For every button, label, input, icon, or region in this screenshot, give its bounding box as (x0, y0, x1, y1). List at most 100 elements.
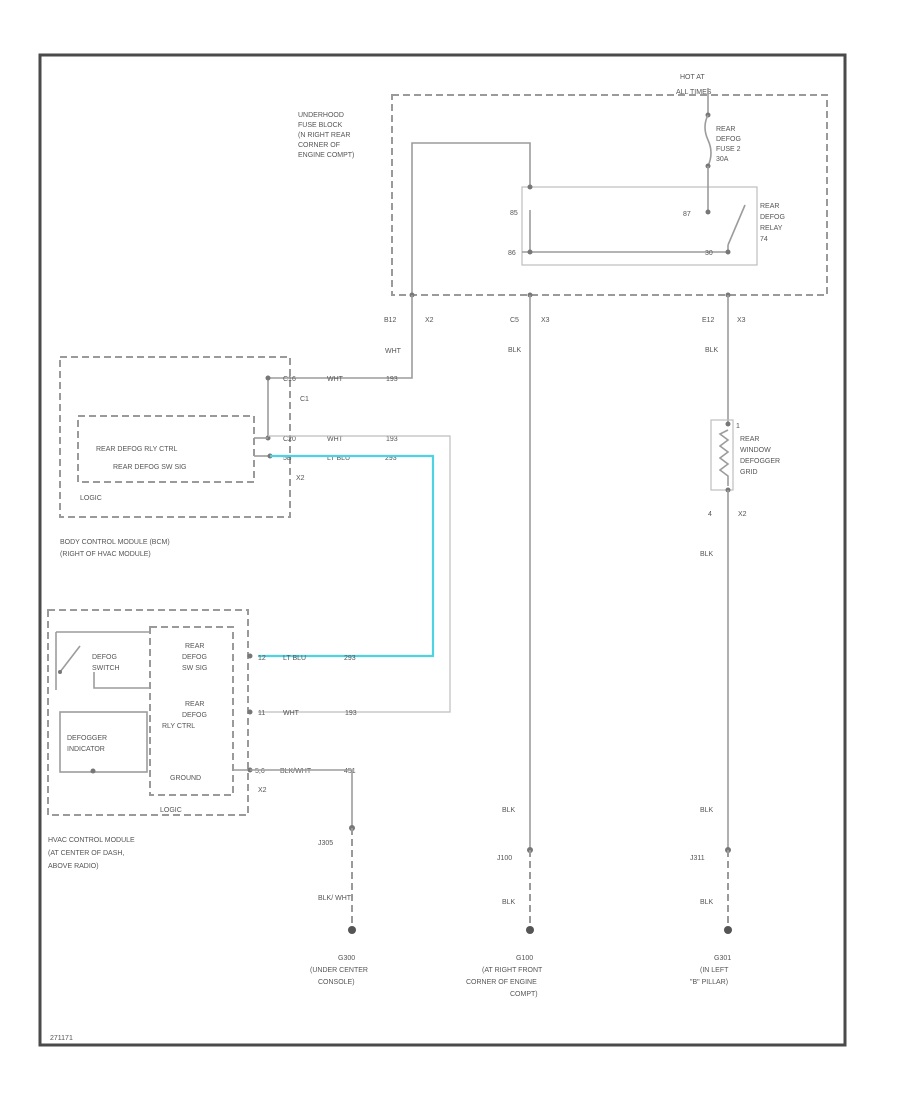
hvac-name-line: (AT CENTER OF DASH, (48, 850, 124, 857)
hvac-wire-label: WHT (283, 710, 300, 717)
ground-label-line: (AT RIGHT FRONT (482, 967, 543, 974)
ground-label-line: G301 (714, 955, 731, 962)
ground-g100-icon (526, 926, 534, 934)
hvac-rly-ctrl-label: RLY CTRL (162, 723, 195, 730)
bcm-wire-num: 193 (386, 436, 398, 443)
fuse-label-line: 30A (716, 156, 729, 163)
relay-pin-87-label: 87 (683, 211, 691, 218)
splice-label: J305 (318, 840, 333, 847)
bcm-connector-label: X2 (296, 475, 305, 482)
hvac-rly-ctrl-label: REAR (185, 701, 204, 708)
defog-switch-contact-icon (58, 670, 62, 674)
hvac-pin-label: 12 (258, 655, 266, 662)
bcm-wire-label: LT BLU (327, 455, 350, 462)
ground-label-line: CONSOLE) (318, 979, 355, 986)
wire-color-label: BLK (700, 551, 714, 558)
defogger-indicator-box (59, 711, 148, 773)
hvac-sw-sig-label: REAR (185, 643, 204, 650)
grid-label-line: WINDOW (740, 447, 771, 454)
relay-box (521, 186, 758, 266)
connector-id-label: X3 (541, 317, 550, 324)
fuse-label-line: DEFOG (716, 136, 741, 143)
connector-id-label: X3 (737, 317, 746, 324)
relay-pin-86-node (527, 249, 533, 255)
defog-switch-label: SWITCH (92, 665, 120, 672)
connector-id-label: X2 (425, 317, 434, 324)
connector-pin-label: B12 (384, 317, 397, 324)
ground-g300-label: G300 (UNDER CENTER CONSOLE) (310, 955, 368, 986)
relay-label-line: REAR (760, 203, 779, 210)
bcm-wire-num: 293 (385, 455, 397, 462)
hvac-rly-ctrl-label: DEFOG (182, 712, 207, 719)
wire-color-label: BLK (700, 807, 714, 814)
relay-label-line: DEFOG (760, 214, 785, 221)
ground-g100-label: G100 (AT RIGHT FRONT CORNER OF ENGINE CO… (466, 955, 543, 998)
hvac-pin-11-node (247, 709, 253, 715)
wire-color-label: BLK (700, 899, 714, 906)
relay-label-line: 74 (760, 236, 768, 243)
ground-g301-icon (724, 926, 732, 934)
wire-color-label: BLK (705, 347, 719, 354)
bcm-inner-label-line2: REAR DEFOG SW SIG (113, 464, 187, 471)
relay-pin-86-label: 86 (508, 250, 516, 257)
hvac-wire-num: 293 (344, 655, 356, 662)
wire-lt-blu-293 (258, 454, 435, 658)
fuse-label-line: FUSE 2 (716, 146, 741, 153)
ground-label-line: (UNDER CENTER (310, 967, 368, 974)
hvac-connector-label: X2 (258, 787, 267, 794)
bcm-wire-label: WHT (327, 436, 344, 443)
ground-g300-icon (348, 926, 356, 934)
hvac-wire-num: 193 (345, 710, 357, 717)
bcm-wire-num: 193 (386, 376, 398, 383)
defogger-grid-label: REAR WINDOW DEFOGGER GRID (740, 436, 780, 476)
fuse-block-box (391, 94, 828, 296)
ground-label-line: G100 (516, 955, 533, 962)
ground-label-line: COMPT) (510, 991, 538, 998)
hvac-name-line: HVAC CONTROL MODULE (48, 837, 135, 844)
bcm-connector-label: C1 (300, 396, 309, 403)
defogger-indicator-label: DEFOGGER (67, 735, 107, 742)
fuse-block-label-line: ENGINE COMPT) (298, 152, 354, 159)
grid-label-line: DEFOGGER (740, 458, 780, 465)
bcm-pin-label: C20 (283, 436, 296, 443)
defogger-indicator-icon (90, 768, 96, 774)
fuse-label-line: REAR (716, 126, 735, 133)
defogger-grid-icon (718, 429, 730, 486)
ground-label-line: G300 (338, 955, 355, 962)
defogger-indicator-label: INDICATOR (67, 746, 105, 753)
fuse-block-internal-wire (411, 142, 531, 295)
bcm-name-line2: (RIGHT OF HVAC MODULE) (60, 551, 151, 558)
connector-pin-label: C5 (510, 317, 519, 324)
relay-pin-87-node (705, 209, 711, 215)
hvac-logic-label: LOGIC (160, 807, 182, 814)
hvac-ground-path-wire (250, 769, 353, 828)
fuse-block-label-line: UNDERHOOD (298, 112, 344, 119)
power-label-line1: HOT AT (680, 74, 705, 81)
grid-pin-1-node (725, 421, 731, 427)
fuse-block-label: UNDERHOOD FUSE BLOCK (N RIGHT REAR CORNE… (298, 112, 354, 159)
grid-pin-label: 4 (708, 511, 712, 518)
relay-switch-contact (727, 204, 746, 246)
splice-label: J100 (497, 855, 512, 862)
diagram-frame (38, 53, 847, 1047)
grid-pin-label: 1 (736, 423, 740, 430)
relay-label-line: RELAY (760, 225, 783, 232)
relay-pin-85-label: 85 (510, 210, 518, 217)
bcm-pin-label: 5B (283, 455, 292, 462)
wire-color-label: BLK (502, 807, 516, 814)
wire-color-label: BLK (502, 899, 516, 906)
hvac-wire-label: BLK/WHT (280, 768, 312, 775)
bcm-c16-node (265, 375, 271, 381)
wire-wht-193-upper (267, 295, 413, 436)
wire-color-label: BLK/ WHT (318, 895, 352, 902)
hvac-pin-label: 5,6 (255, 768, 265, 775)
splice-label: J311 (690, 855, 705, 862)
bcm-logic-label: LOGIC (80, 495, 102, 502)
connector-pin-label: E12 (702, 317, 715, 324)
bcm-box (59, 356, 291, 518)
fuse-block-label-line: CORNER OF (298, 142, 340, 149)
bcm-wire-label: WHT (327, 376, 344, 383)
bcm-inner-label-line1: REAR DEFOG RLY CTRL (96, 446, 178, 453)
ground-g301-label: G301 (IN LEFT "B" PILLAR) (690, 955, 731, 986)
